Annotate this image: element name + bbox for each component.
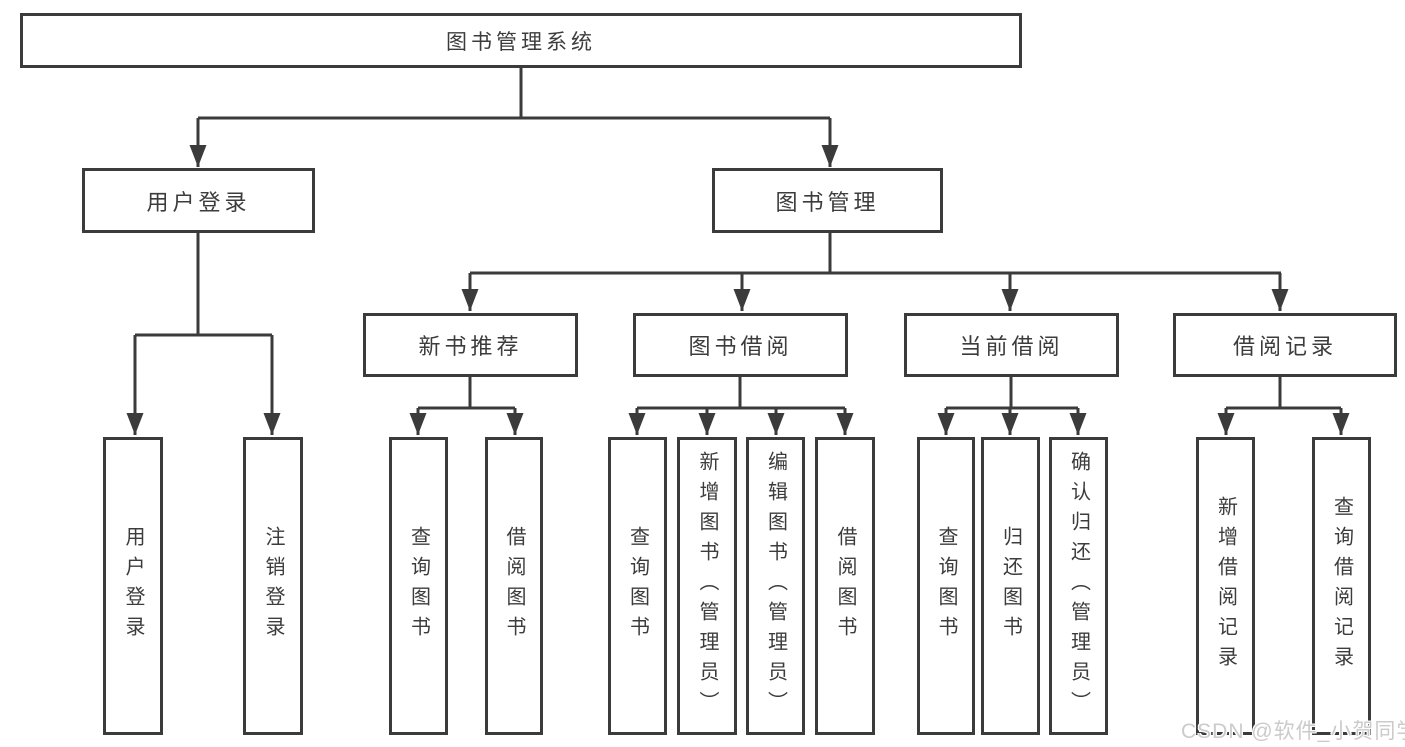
node-current-borrow: 当前借阅 bbox=[904, 313, 1119, 377]
leaf-recommend-borrow-books-label: 借阅图书 bbox=[503, 526, 525, 646]
node-root-library-system: 图书管理系统 bbox=[20, 13, 1022, 68]
leaf-recommend-query-books: 查询图书 bbox=[389, 437, 448, 735]
csdn-watermark: CSDN @软件_小贺同学 bbox=[1181, 720, 1405, 743]
leaf-add-books-admin-label: 新增图书（管理员） bbox=[696, 451, 718, 721]
leaf-add-borrow-record-label: 新增借阅记录 bbox=[1214, 496, 1237, 676]
leaf-borrow-query-books-label: 查询图书 bbox=[626, 526, 649, 646]
node-current-borrow-label: 当前借阅 bbox=[959, 334, 1064, 359]
node-borrow-records-label: 借阅记录 bbox=[1232, 334, 1337, 359]
leaf-current-query-books-label: 查询图书 bbox=[935, 526, 957, 646]
leaf-recommend-borrow-books: 借阅图书 bbox=[485, 437, 543, 735]
leaf-query-borrow-record-label: 查询借阅记录 bbox=[1330, 496, 1353, 676]
node-book-management: 图书管理 bbox=[712, 168, 943, 233]
leaf-edit-books-admin: 编辑图书（管理员） bbox=[746, 437, 805, 735]
node-user-login: 用户登录 bbox=[82, 168, 315, 233]
connector-rails bbox=[135, 68, 1341, 410]
leaf-user-login-label: 用户登录 bbox=[122, 526, 144, 646]
leaf-edit-books-admin-label: 编辑图书（管理员） bbox=[764, 451, 787, 721]
leaf-logout: 注销登录 bbox=[243, 437, 303, 735]
leaf-borrow-books-label: 借阅图书 bbox=[834, 526, 856, 646]
leaf-add-borrow-record: 新增借阅记录 bbox=[1196, 437, 1255, 735]
node-new-book-recommend: 新书推荐 bbox=[363, 313, 578, 377]
node-user-login-label: 用户登录 bbox=[146, 189, 251, 215]
node-book-borrow: 图书借阅 bbox=[633, 313, 848, 377]
node-borrow-records: 借阅记录 bbox=[1173, 313, 1397, 377]
node-root-label: 图书管理系统 bbox=[446, 30, 596, 54]
leaf-user-login: 用户登录 bbox=[103, 437, 163, 735]
node-book-borrow-label: 图书借阅 bbox=[688, 334, 793, 359]
leaf-return-books-label: 归还图书 bbox=[999, 526, 1022, 646]
leaf-recommend-query-books-label: 查询图书 bbox=[407, 526, 430, 646]
leaf-current-query-books: 查询图书 bbox=[917, 437, 975, 735]
node-book-management-label: 图书管理 bbox=[775, 189, 880, 215]
leaf-logout-label: 注销登录 bbox=[262, 526, 284, 646]
leaf-return-books: 归还图书 bbox=[981, 437, 1040, 735]
leaf-borrow-books: 借阅图书 bbox=[815, 437, 875, 735]
leaf-confirm-return-admin-label: 确认归还（管理员） bbox=[1067, 451, 1090, 721]
leaf-query-borrow-record: 查询借阅记录 bbox=[1312, 437, 1371, 735]
node-new-book-recommend-label: 新书推荐 bbox=[418, 334, 523, 359]
leaf-add-books-admin: 新增图书（管理员） bbox=[677, 437, 737, 735]
leaf-borrow-query-books: 查询图书 bbox=[608, 437, 667, 735]
leaf-confirm-return-admin: 确认归还（管理员） bbox=[1049, 437, 1108, 735]
